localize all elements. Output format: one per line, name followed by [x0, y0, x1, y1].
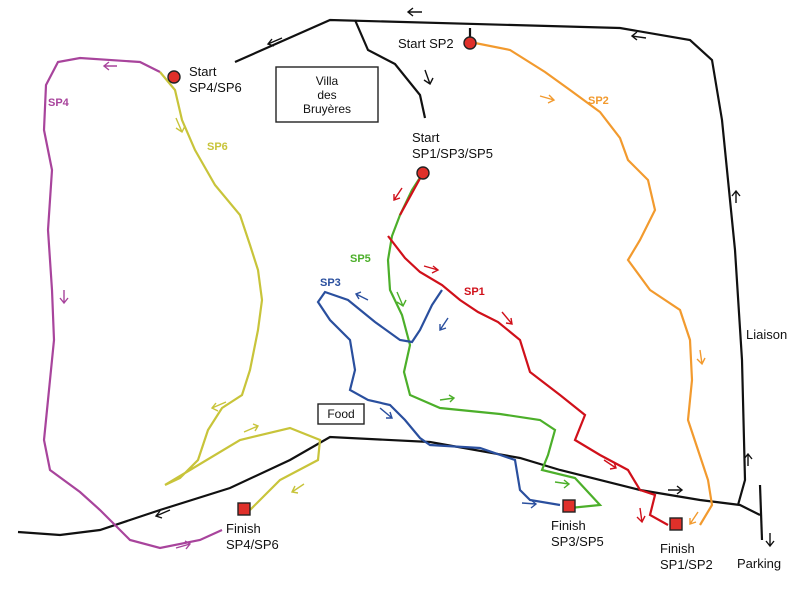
sp6-arrows — [175, 117, 305, 494]
start-sp135-line-2: SP1/SP3/SP5 — [412, 146, 493, 161]
arrow-left-icon — [406, 7, 422, 17]
parking-road — [758, 484, 764, 541]
finish-sp35-line-2: SP3/SP5 — [551, 534, 604, 549]
arrow-left-icon — [102, 61, 117, 71]
arrow-down-icon — [696, 349, 706, 366]
sp1-arrows — [393, 187, 646, 524]
arrow-down-icon — [175, 117, 186, 134]
arrow-down-icon — [423, 69, 434, 86]
start-sp2-label: Start SP2 — [398, 36, 454, 51]
villa-line-2: des — [317, 88, 336, 102]
finish-marker-sp46 — [237, 502, 251, 516]
arrow-down-icon — [765, 533, 775, 548]
arrow-right-icon — [554, 479, 571, 489]
stage-route-sp3 — [316, 289, 561, 507]
sp2-arrows — [539, 94, 706, 525]
arrow-left-icon — [630, 31, 647, 41]
road-network — [17, 18, 764, 541]
arrow-right-icon — [521, 499, 538, 509]
start-sp46-line-2: SP4/SP6 — [189, 80, 242, 95]
arrow-left-icon — [266, 37, 283, 47]
arrow-left-icon — [210, 401, 227, 412]
villa-line-3: Bruyères — [303, 102, 351, 116]
arrow-right-icon — [175, 540, 192, 550]
road-to-start-sp135 — [353, 19, 427, 119]
finish-sp12-line-1: Finish — [660, 541, 695, 556]
arrow-right-icon — [668, 485, 684, 495]
parking-label: Parking — [737, 556, 781, 571]
arrow-up-icon — [439, 317, 449, 331]
arrow-down-icon — [689, 511, 699, 525]
stage-route-sp1 — [387, 235, 669, 526]
liaison-loop — [234, 18, 747, 506]
arrow-down-icon — [501, 311, 513, 325]
finish-sp46-line-2: SP4/SP6 — [226, 537, 279, 552]
arrow-up-icon — [731, 189, 741, 203]
arrow-down-icon — [59, 290, 69, 305]
finish-sp12-line-2: SP1/SP2 — [660, 557, 713, 572]
sp5-arrows — [396, 291, 571, 489]
stage-route-sp5 — [386, 172, 603, 510]
arrow-down-icon — [603, 459, 617, 470]
stage-route-sp4 — [42, 56, 223, 550]
arrow-down-icon — [636, 507, 646, 524]
stage-tag-sp3: SP3 — [320, 277, 341, 289]
arrow-down-icon — [379, 407, 393, 419]
food-box — [317, 403, 365, 425]
start-marker-sp46 — [167, 70, 181, 84]
stage-route-sp6 — [159, 71, 322, 511]
villa-box — [275, 66, 379, 123]
start-marker-sp135 — [416, 166, 430, 180]
stage-tag-sp4: SP4 — [48, 97, 70, 109]
sp3-arrows — [354, 291, 538, 509]
start-marker-sp2 — [463, 36, 477, 50]
arrow-up-icon — [743, 452, 753, 466]
main-road — [17, 435, 761, 537]
finish-sp35-line-1: Finish — [551, 518, 586, 533]
arrow-right-icon — [423, 265, 440, 274]
finish-marker-sp12 — [669, 517, 683, 531]
finish-sp46-line-1: Finish — [226, 521, 261, 536]
sp4-arrows — [59, 61, 192, 550]
start-sp135-line-1: Start — [412, 130, 440, 145]
food-label: Food — [327, 407, 354, 421]
stage-tag-sp2: SP2 — [588, 95, 609, 107]
stage-tag-sp1: SP1 — [464, 286, 485, 298]
arrow-left-icon — [290, 483, 305, 494]
arrow-left-icon — [154, 509, 171, 519]
arrow-down-icon — [393, 187, 403, 201]
stage-tag-sp5: SP5 — [350, 253, 371, 265]
road-arrows — [154, 7, 775, 548]
arrow-down-icon — [396, 291, 407, 308]
liaison-label: Liaison — [746, 327, 787, 342]
arrow-left-icon — [354, 291, 369, 301]
start-sp46-line-1: Start — [189, 64, 217, 79]
stage-tag-sp6: SP6 — [207, 141, 228, 153]
arrow-right-icon — [539, 94, 556, 104]
arrow-right-icon — [243, 423, 260, 433]
stage-route-sp2 — [469, 40, 714, 526]
villa-line-1: Villa — [316, 74, 339, 88]
arrow-right-icon — [439, 394, 456, 403]
stage-route-sp1-top — [399, 172, 424, 216]
finish-marker-sp35 — [562, 499, 576, 513]
